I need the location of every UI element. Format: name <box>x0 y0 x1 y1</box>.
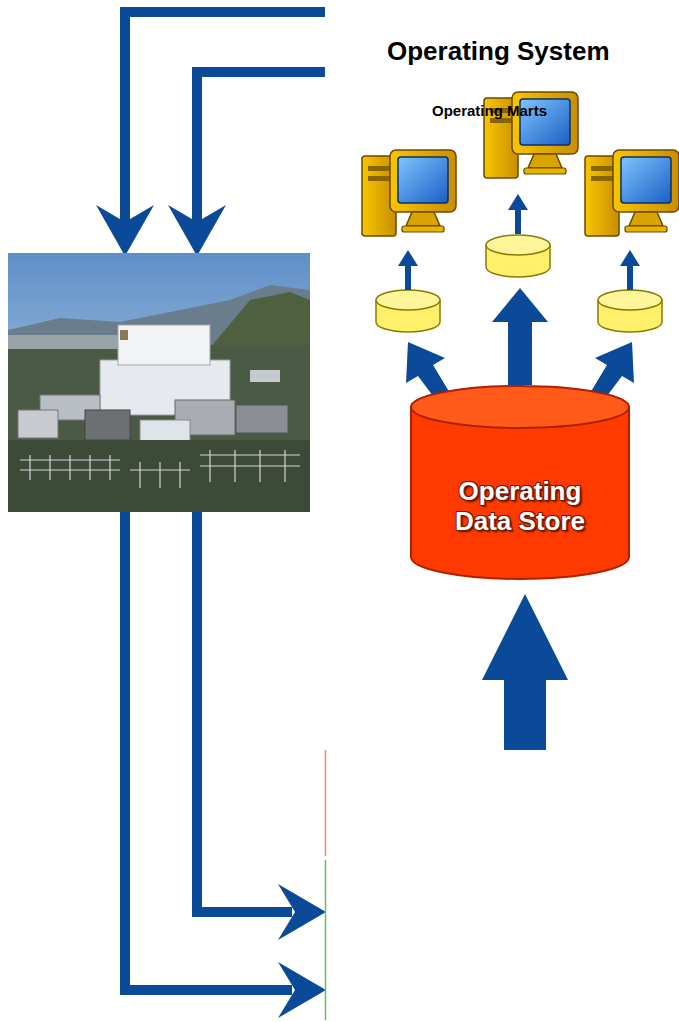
node-label: Operating Data Store <box>430 477 610 537</box>
database-cylinder: Operating Data Store <box>410 385 630 580</box>
group-label: Operating Marts <box>432 102 547 119</box>
diagram-title: Operating System <box>387 36 610 67</box>
